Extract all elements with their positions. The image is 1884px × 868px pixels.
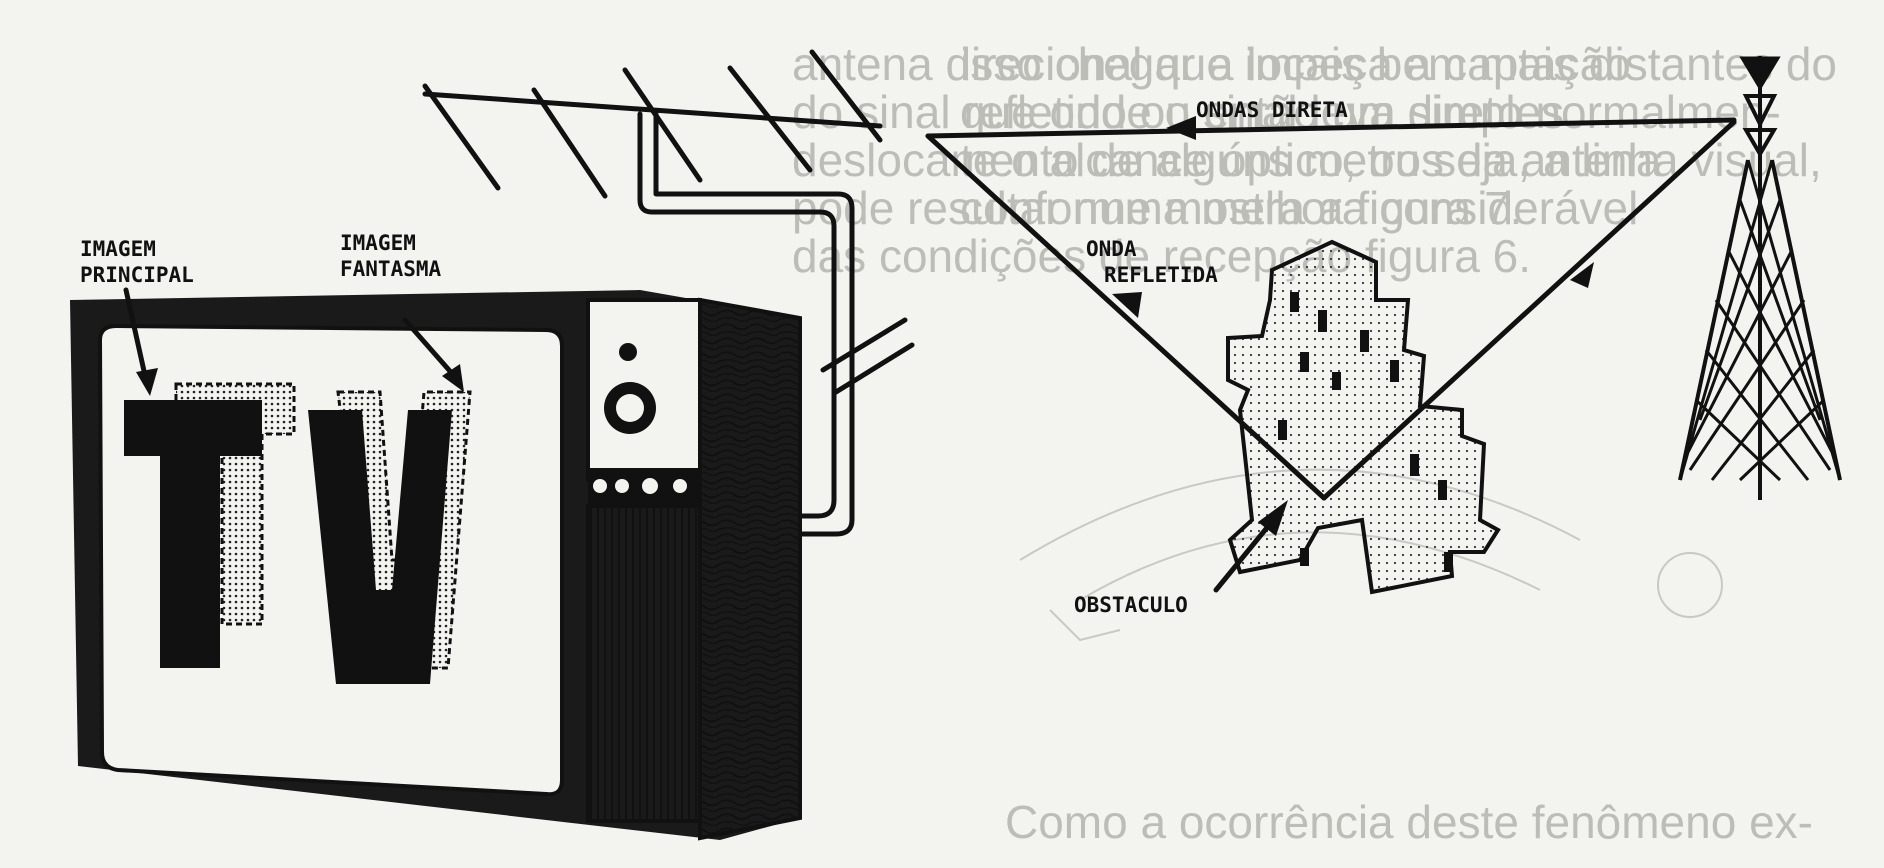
label-imagem-fantasma-line1: IMAGEM bbox=[340, 231, 416, 255]
pointer-arrows bbox=[123, 287, 464, 396]
reflected-wave-arrowhead bbox=[1112, 292, 1142, 318]
label-onda-refletida-line1: ONDA bbox=[1086, 237, 1137, 261]
label-ondas-direta: ONDAS DIRETA bbox=[1196, 98, 1348, 122]
obstacle-building bbox=[1226, 239, 1501, 595]
bleed-line: te o alcance óptico, ou seja, a linha vi… bbox=[960, 134, 1822, 186]
bleed-line: conforme mostra a figura 7. bbox=[960, 182, 1522, 234]
reflected-wave-arrowhead bbox=[1570, 262, 1594, 288]
bleed-line: Como a ocorrência deste fenômeno ex- bbox=[1005, 796, 1813, 848]
wave-paths bbox=[925, 116, 1737, 501]
bleed-through-text-left: antena direcional que impeça a captação … bbox=[792, 38, 1662, 282]
bleed-through-text-right: isso chegar a locais bem mais distantes … bbox=[960, 38, 1837, 848]
propagation-figure: ONDAS DIRETA ONDA REFLETIDA OBSTACULO bbox=[925, 56, 1842, 617]
yagi-antenna bbox=[422, 49, 915, 537]
direct-wave-arrowhead bbox=[1166, 116, 1196, 140]
bleed-line: das condições de recepção figura 6. bbox=[792, 230, 1531, 282]
transmitter-tower bbox=[1678, 56, 1842, 500]
bleed-line: que onde o sinal leva direto normalmen- bbox=[960, 86, 1781, 138]
label-imagem-principal-line2: PRINCIPAL bbox=[80, 263, 194, 287]
bleed-line: isso chegar a locais bem mais distantes … bbox=[960, 38, 1837, 90]
label-onda-refletida-line2: REFLETIDA bbox=[1104, 263, 1218, 287]
main-image-letters bbox=[124, 400, 452, 684]
tv-ghost-figure: IMAGEM PRINCIPAL IMAGEM FANTASMA bbox=[70, 49, 915, 841]
bleed-line: pode resultar numa melhora considerável bbox=[792, 182, 1638, 234]
bleed-line: antena direcional que impeça a captação bbox=[792, 38, 1631, 90]
obstacle-arrowhead bbox=[1258, 500, 1288, 536]
label-obstaculo: OBSTACULO bbox=[1074, 593, 1188, 617]
label-imagem-principal-line1: IMAGEM bbox=[80, 237, 156, 261]
label-imagem-fantasma-line2: FANTASMA bbox=[340, 257, 442, 281]
